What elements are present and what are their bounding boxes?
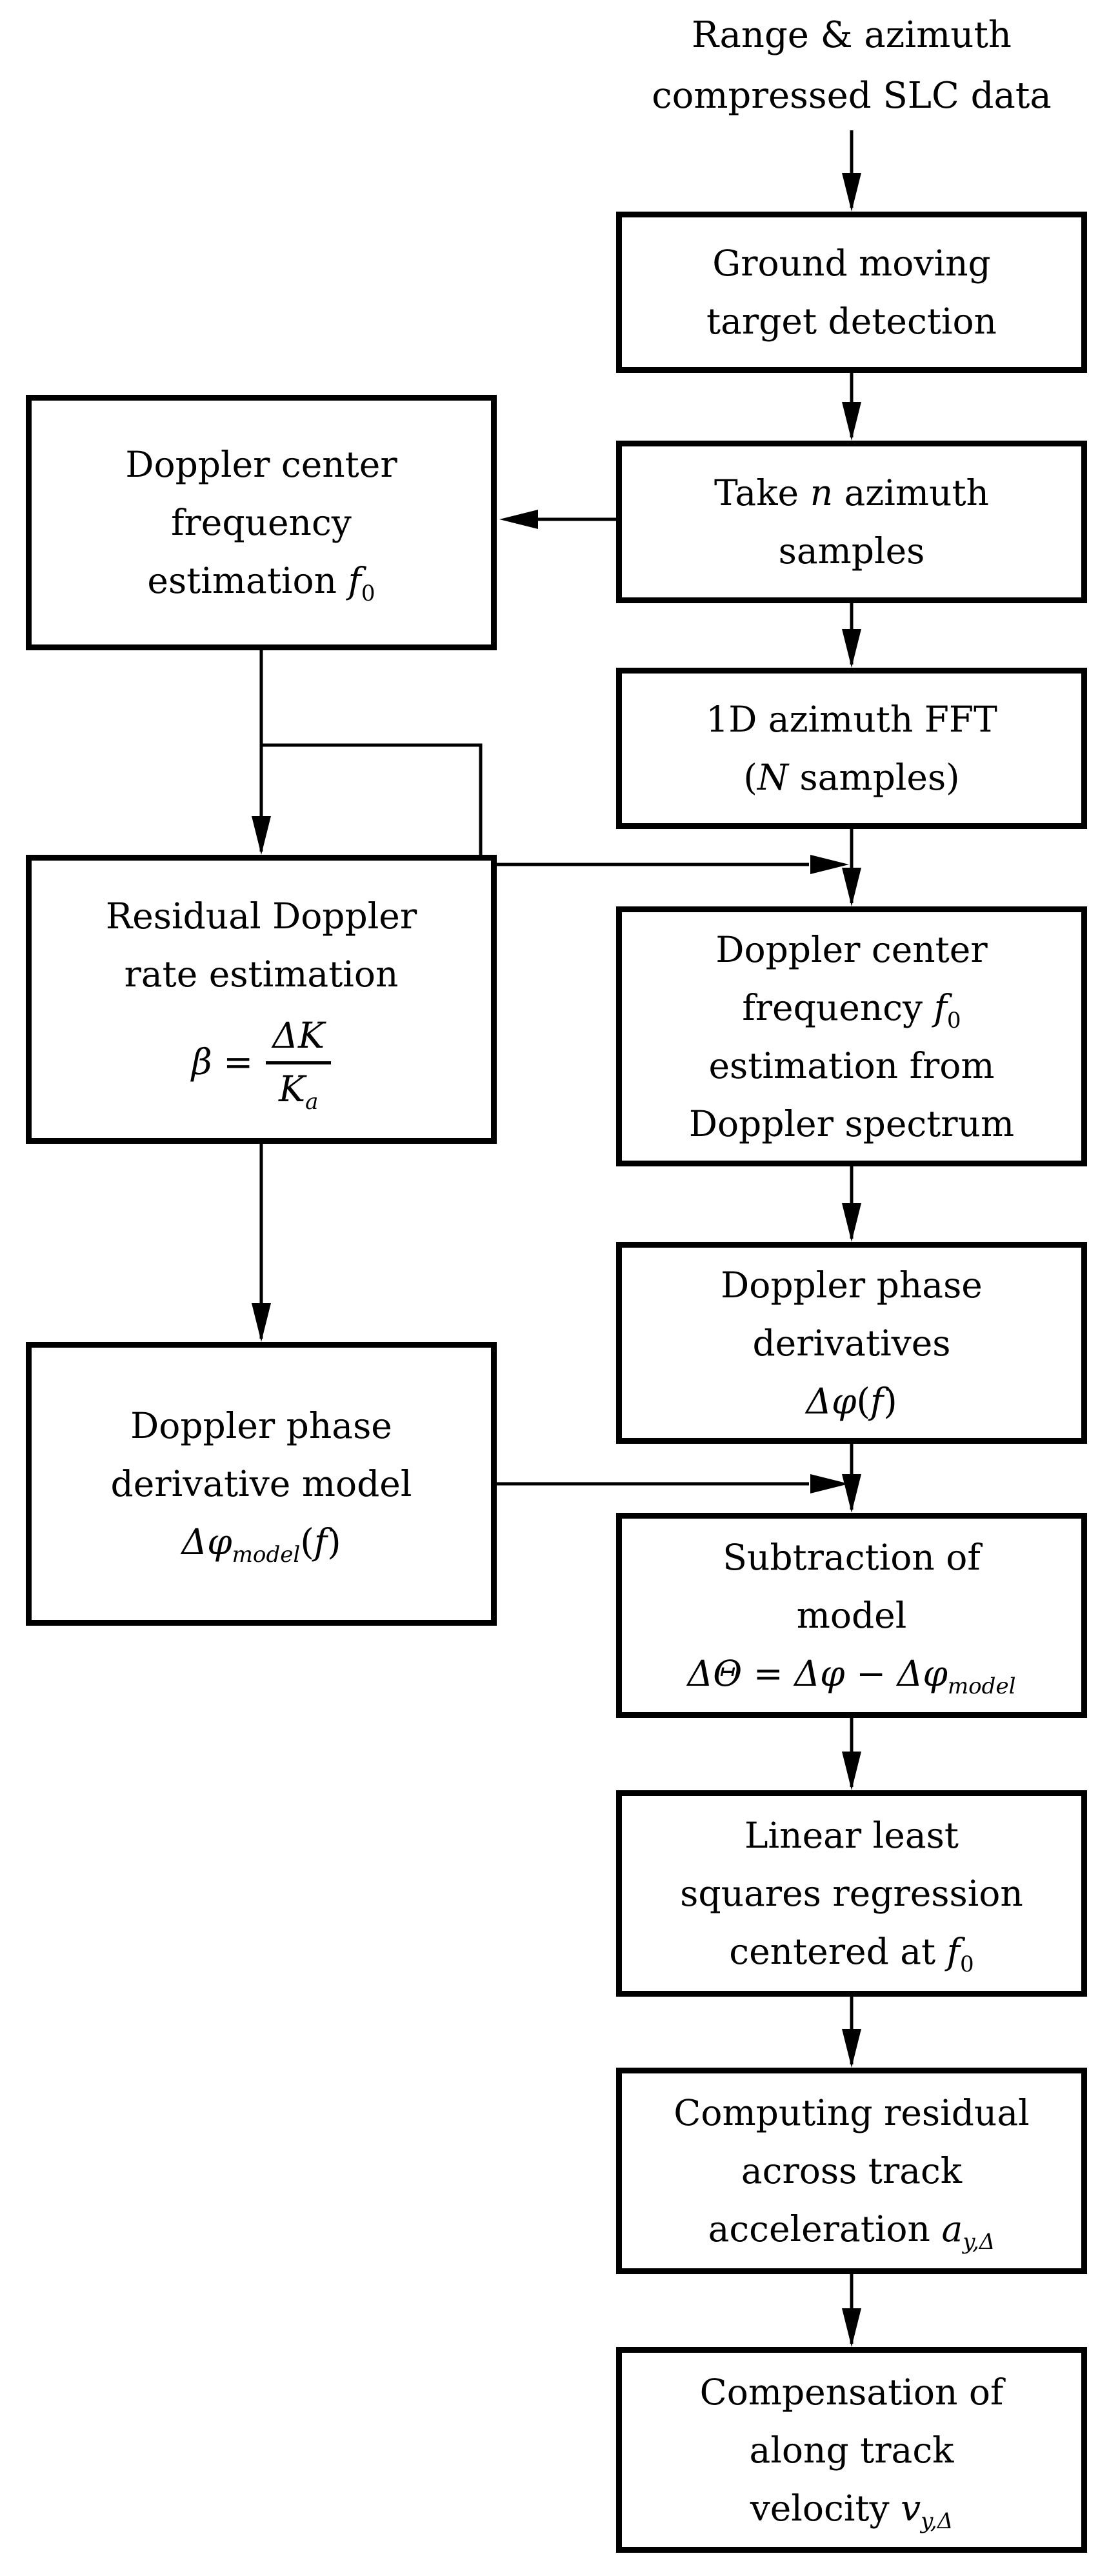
box-line: derivatives [752,1322,951,1364]
arrowhead-regression-to-acceleration [842,2029,861,2068]
arrowhead-derivatives-to-subtraction [842,1474,861,1513]
box-line: centered at f0 [729,1931,974,1977]
arrowhead-ground-to-taken [842,402,861,441]
box-line: acceleration ay,Δ [708,2208,995,2255]
box-line: ΔΘ = Δφ − Δφmodel [687,1653,1016,1699]
arrowhead-dcleft-to-residual [252,816,271,855]
box-line: Doppler phase [130,1405,392,1446]
box-line: Compensation of [699,2371,1004,2413]
box-line: (N samples) [743,757,960,798]
input-data-label: Range & azimuth compressed SLC data [616,5,1087,126]
box-line: 1D azimuth FFT [706,699,997,740]
box-computing-residual-across-track-acceleration: Computing residual across track accelera… [616,2068,1087,2274]
arrowhead-dcspectrum-to-derivatives [842,1203,861,1242]
box-line: Linear least [744,1815,959,1856]
box-doppler-center-frequency-from-spectrum: Doppler center frequency f0 estimation f… [616,906,1087,1166]
box-line: frequency f0 [742,986,961,1033]
box-line: derivative model [110,1463,412,1504]
box-line: model [796,1595,907,1636]
arrowhead-acceleration-to-compensation [842,2308,861,2347]
box-line: Residual Doppler [105,895,417,937]
branch-dcleft-to-junction-line [261,743,809,866]
box-line: Subtraction of [723,1537,981,1578]
box-line: squares regression [680,1873,1023,1914]
arrowhead-subtraction-to-regression [842,1752,861,1790]
box-line: estimation from [708,1044,995,1086]
fraction-numerator: ΔK [266,1012,332,1064]
box-doppler-center-frequency-estimation: Doppler center frequency estimation f0 [26,395,497,650]
box-residual-doppler-rate-estimation: Residual Doppler rate estimation β = ΔK … [26,855,497,1144]
box-ground-moving-target-detection: Ground moving target detection [616,212,1087,373]
box-1d-azimuth-fft: 1D azimuth FFT (N samples) [616,668,1087,829]
box-line: frequency [171,502,352,543]
box-line: velocity vy,Δ [750,2487,954,2534]
box-line: Doppler phase [721,1264,983,1306]
box-linear-least-squares-regression: Linear least squares regression centered… [616,1790,1087,1997]
box-doppler-phase-derivatives: Doppler phase derivatives Δφ(f) [616,1242,1087,1444]
box-compensation-of-along-track-velocity: Compensation of along track velocity vy,… [616,2347,1087,2553]
residual-doppler-rate-formula: β = ΔK Ka [191,1012,332,1115]
box-line: Doppler center [715,928,988,970]
formula-lhs: β = [191,1041,254,1083]
input-data-label-line: compressed SLC data [652,75,1052,117]
arrowhead-residual-to-model [252,1303,271,1342]
arrowhead-taken-to-dcleft [499,510,538,529]
box-doppler-phase-derivative-model: Doppler phase derivative model Δφmodel(f… [26,1342,497,1626]
box-line: Take n azimuth [714,472,989,514]
box-line: Doppler spectrum [688,1103,1015,1144]
box-line: Computing residual [674,2092,1030,2133]
arrowhead-fft-to-dcspectrum [842,868,861,906]
arrowhead-top-to-ground [842,173,861,212]
box-line: along track [749,2429,954,2471]
box-line: Doppler center [125,444,397,485]
arrowhead-branch-junction-right [810,855,849,874]
box-line: estimation f0 [147,560,375,606]
arrowhead-model-junction-right [810,1474,849,1493]
fraction-denominator: Ka [278,1068,319,1115]
box-line: samples [778,530,925,572]
box-line: target detection [706,301,997,342]
box-line: rate estimation [124,953,399,995]
box-take-n-azimuth-samples: Take n azimuth samples [616,441,1087,603]
box-subtraction-of-model: Subtraction of model ΔΘ = Δφ − Δφmodel [616,1513,1087,1718]
box-line: Δφmodel(f) [181,1521,341,1568]
box-line: Δφ(f) [806,1380,897,1422]
input-data-label-line: Range & azimuth [692,14,1012,56]
box-line: Ground moving [712,243,991,284]
box-line: across track [741,2150,963,2192]
arrowhead-taken-to-fft [842,629,861,668]
formula-fraction: ΔK Ka [266,1012,332,1115]
